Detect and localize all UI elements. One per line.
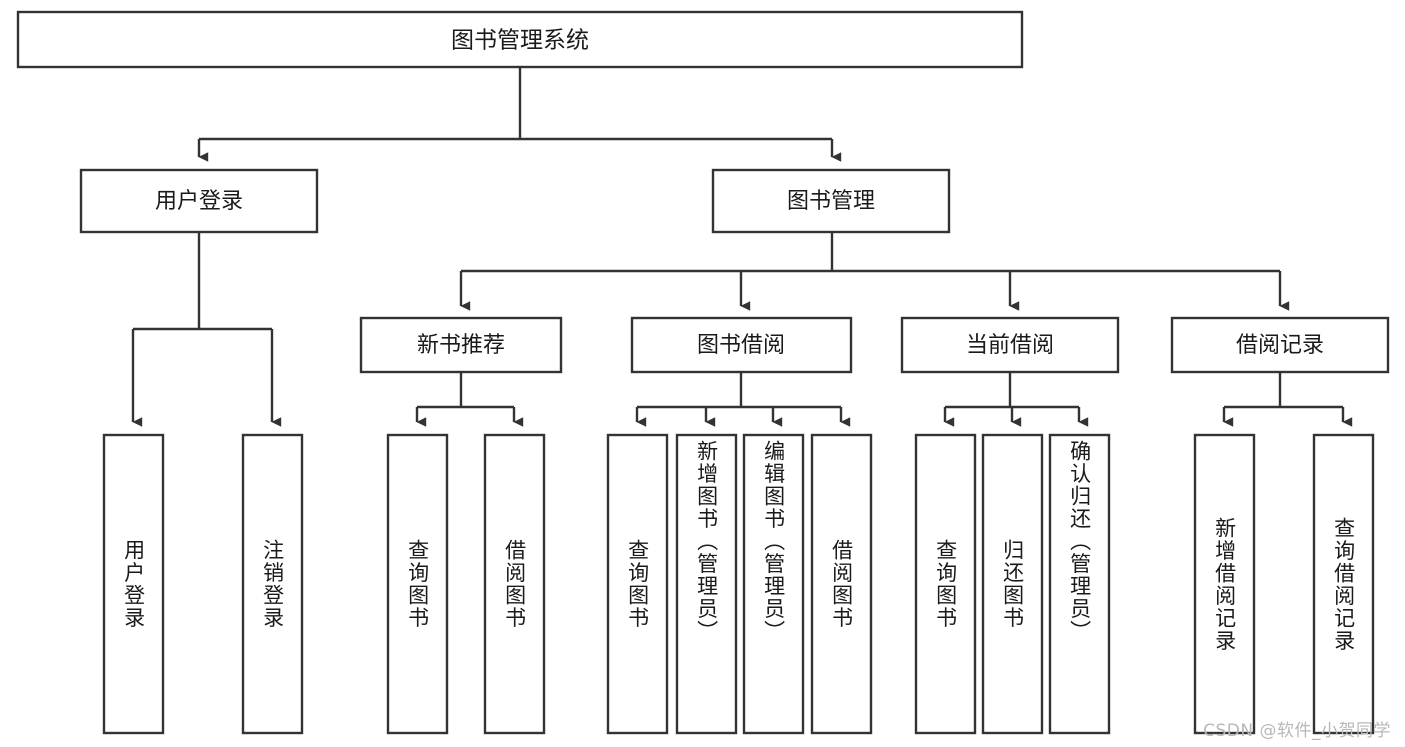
node-new-book-recommend-box	[359, 316, 563, 374]
leaf-box-user-login-0[interactable]	[102, 433, 165, 735]
leaf-box-book-borrow-0[interactable]	[606, 433, 669, 735]
node-book-borrow-box	[630, 316, 853, 374]
leaf-box-book-borrow-3[interactable]	[810, 433, 873, 735]
node-root[interactable]: 图书管理系统	[16, 10, 1024, 69]
node-new-book-recommend[interactable]: 新书推荐	[359, 316, 563, 374]
node-root-box	[16, 10, 1024, 69]
node-borrow-record-box	[1170, 316, 1390, 374]
leaf-box-current-borrow-0[interactable]	[914, 433, 977, 735]
node-current-borrow-box	[900, 316, 1120, 374]
connector-book-manage-to-level3	[459, 232, 1290, 311]
leaf-box-book-borrow-1[interactable]	[675, 433, 738, 735]
node-book-borrow[interactable]: 图书借阅	[630, 316, 853, 374]
node-user-login[interactable]: 用户登录	[79, 168, 319, 234]
node-new-book-recommend-label: 新书推荐	[417, 333, 505, 358]
leaf-box-new-book-0[interactable]	[386, 433, 449, 735]
connector-borrow-record-to-leaves	[1222, 372, 1353, 427]
leaf-box-book-borrow-2[interactable]	[742, 433, 805, 735]
node-root-label: 图书管理系统	[451, 28, 589, 54]
node-user-login-box	[79, 168, 319, 234]
node-book-borrow-label: 图书借阅	[697, 333, 785, 358]
leaf-box-borrow-record-0[interactable]	[1193, 433, 1256, 735]
connector-book-borrow-to-leaves	[635, 372, 851, 427]
node-book-manage-label: 图书管理	[787, 189, 875, 214]
leaf-box-borrow-record-1[interactable]	[1312, 433, 1375, 735]
node-current-borrow-label: 当前借阅	[966, 333, 1054, 358]
leaf-box-user-login-1[interactable]	[241, 433, 304, 735]
leaf-boxes	[102, 433, 1375, 735]
node-book-manage-box	[711, 168, 951, 234]
leaf-box-current-borrow-2[interactable]	[1048, 433, 1111, 735]
leaf-box-new-book-1[interactable]	[483, 433, 546, 735]
node-borrow-record[interactable]: 借阅记录	[1170, 316, 1390, 374]
node-book-manage[interactable]: 图书管理	[711, 168, 951, 234]
node-current-borrow[interactable]: 当前借阅	[900, 316, 1120, 374]
node-user-login-label: 用户登录	[155, 189, 243, 214]
connector-new-book-to-leaves	[415, 372, 524, 427]
node-borrow-record-label: 借阅记录	[1236, 333, 1324, 358]
connector-current-borrow-to-leaves	[943, 372, 1089, 427]
connector-user-login-to-leaves	[131, 232, 282, 427]
connector-root-to-level2	[197, 67, 842, 162]
leaf-box-current-borrow-1[interactable]	[981, 433, 1044, 735]
